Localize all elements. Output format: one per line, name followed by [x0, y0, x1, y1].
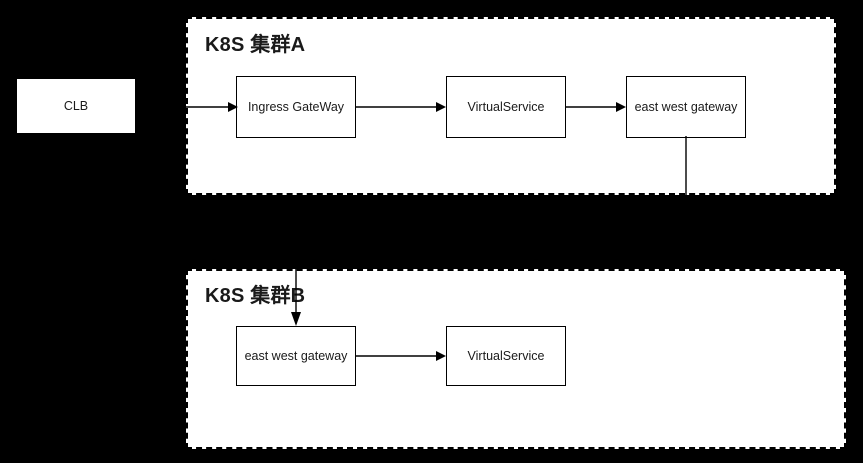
node-east-west-gateway-b[interactable]: east west gateway	[236, 326, 356, 386]
node-clb[interactable]: CLB	[16, 78, 136, 134]
edge-ewg-b-to-vs-b	[356, 351, 446, 361]
edge-clb-to-ingress	[186, 102, 238, 112]
cluster-a-title: K8S 集群A	[205, 34, 306, 56]
node-virtualservice-a[interactable]: VirtualService	[446, 76, 566, 138]
node-east-west-gateway-a-label: east west gateway	[634, 99, 738, 114]
node-ingress-gateway-a[interactable]: Ingress GateWay	[236, 76, 356, 138]
node-virtualservice-b[interactable]: VirtualService	[446, 326, 566, 386]
edge-ewg-a-to-ewg-b	[291, 136, 687, 326]
node-east-west-gateway-a[interactable]: east west gateway	[626, 76, 746, 138]
cluster-b-title: K8S 集群B	[205, 285, 306, 307]
node-east-west-gateway-b-label: east west gateway	[244, 348, 348, 363]
node-ingress-gateway-a-label: Ingress GateWay	[247, 99, 345, 114]
edge-ingress-to-vs-a	[356, 102, 446, 112]
edge-vs-a-to-ewg-a	[566, 102, 626, 112]
node-virtualservice-b-label: VirtualService	[467, 348, 545, 363]
node-clb-label: CLB	[63, 98, 89, 113]
node-virtualservice-a-label: VirtualService	[467, 99, 545, 114]
